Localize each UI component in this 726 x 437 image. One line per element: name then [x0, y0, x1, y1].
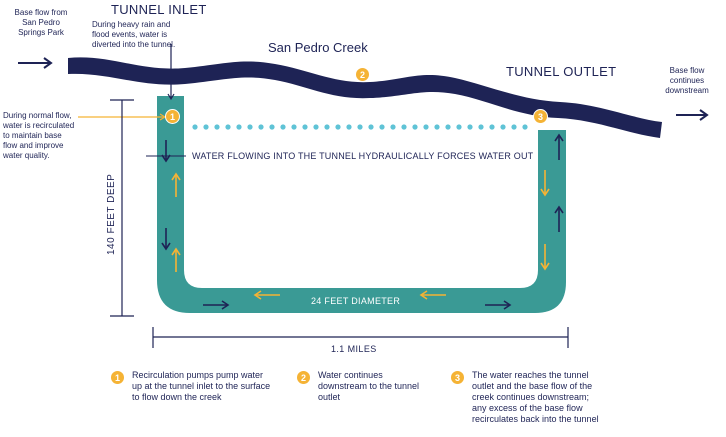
dotted-water-line	[192, 124, 528, 130]
badge-3: 3	[533, 109, 548, 124]
tunnel-pipe	[157, 96, 566, 313]
legend-badge-3: 3	[450, 370, 465, 385]
hydraulic-note: WATER FLOWING INTO THE TUNNEL HYDRAULICA…	[192, 151, 534, 161]
badge-2: 2	[355, 67, 370, 82]
diameter-label: 24 FEET DIAMETER	[311, 296, 401, 306]
left-down-arrow-2-icon	[161, 228, 171, 251]
bottom-right-arrow-1-icon	[203, 300, 230, 310]
base-flow-from-label: Base flow from San Pedro Springs Park	[14, 8, 68, 37]
legend-text-2: Water continues downstream to the tunnel…	[318, 370, 420, 402]
legend-badge-1: 1	[110, 370, 125, 385]
right-up-arrow-2-icon	[554, 205, 564, 232]
legend-text-1: Recirculation pumps pump water up at the…	[132, 370, 271, 402]
left-up-arrow-1-icon	[171, 172, 181, 197]
bottom-left-arrow-1-icon	[253, 290, 280, 300]
tunnel-inlet-heading: TUNNEL INLET	[111, 2, 207, 17]
right-up-arrow-1-icon	[554, 133, 564, 160]
bottom-right-arrow-2-icon	[485, 300, 512, 310]
inflow-arrow-icon	[18, 57, 53, 69]
inlet-pointer-arrow-icon	[167, 44, 175, 101]
tunnel-outlet-heading: TUNNEL OUTLET	[506, 64, 617, 79]
normal-flow-note: During normal flow, water is recirculate…	[3, 111, 75, 160]
outflow-arrow-icon	[676, 109, 709, 121]
right-down-arrow-2-icon	[540, 244, 550, 271]
badge-1: 1	[165, 109, 180, 124]
left-down-arrow-1-icon	[161, 140, 171, 163]
length-label: 1.1 MILES	[331, 344, 377, 354]
base-flow-continues-label: Base flow continues downstream	[665, 66, 709, 95]
legend-badge-2: 2	[296, 370, 311, 385]
legend-text-3: The water reaches the tunnel outlet and …	[472, 370, 599, 424]
left-up-arrow-2-icon	[171, 247, 181, 272]
depth-dimension-line	[110, 99, 134, 317]
depth-label: 140 FEET DEEP	[106, 173, 117, 255]
flow-arrows	[161, 133, 564, 310]
bottom-left-arrow-2-icon	[419, 290, 446, 300]
creek-band	[68, 57, 662, 138]
creek-label: San Pedro Creek	[268, 40, 368, 55]
length-dimension-line	[152, 327, 569, 348]
heavy-rain-note: During heavy rain and flood events, wate…	[92, 20, 176, 49]
right-down-arrow-1-icon	[540, 170, 550, 197]
